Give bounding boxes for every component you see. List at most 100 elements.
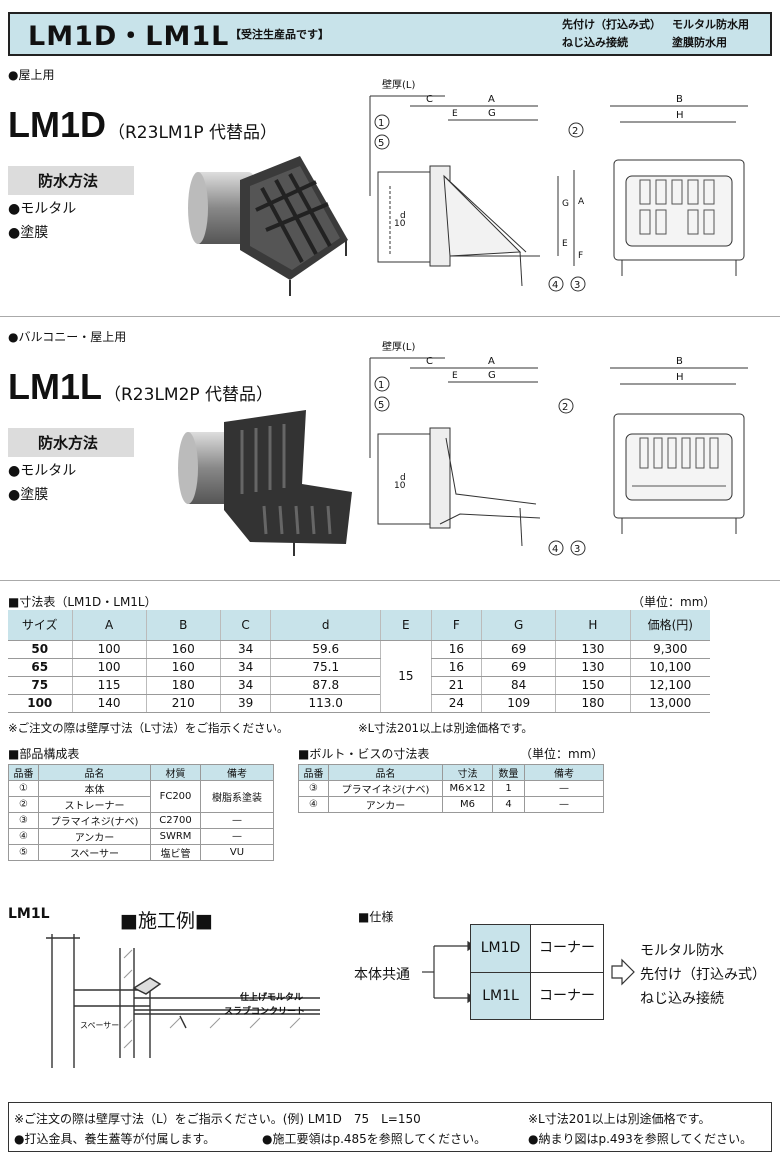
svg-text:E: E <box>452 109 458 119</box>
svg-text:F: F <box>578 251 583 261</box>
column-header: H <box>555 610 630 641</box>
parts-table: 品番 品名 材質 備考 ① 本体 FC200 樹脂系塗装 ② ストレーナー ③ … <box>8 764 274 861</box>
column-header: 品番 <box>298 764 329 781</box>
svg-text:H: H <box>676 110 684 121</box>
svg-text:10: 10 <box>394 481 406 491</box>
spec-model: LM1D <box>471 925 531 972</box>
section-divider <box>0 316 780 317</box>
table-header-row: サイズ A B C d E F G H 価格(円) <box>8 610 710 641</box>
table-cell: 69 <box>481 640 556 659</box>
table-cell: 100 <box>71 640 147 659</box>
table-cell: C2700 <box>150 812 201 829</box>
column-header: 備考 <box>200 764 274 781</box>
table-cell: 100 <box>8 694 72 713</box>
table-cell: 12,100 <box>629 676 710 695</box>
svg-text:3: 3 <box>574 544 580 555</box>
construction-label: 仕上げモルタル <box>240 993 304 1003</box>
header-tag: モルタル防水用 <box>672 18 749 31</box>
spec-model: LM1L <box>471 972 531 1019</box>
table-cell: プラマイネジ(ナベ) <box>328 780 443 797</box>
table-cell: 150 <box>555 676 630 695</box>
table-row: ② ストレーナー <box>8 796 274 813</box>
header-banner <box>8 12 772 56</box>
method-item: ●塗膜 <box>8 487 49 503</box>
table-cell: M6×12 <box>442 780 493 797</box>
table-cell: ④ <box>298 796 329 813</box>
table-cell: プラマイネジ(ナベ) <box>38 812 151 829</box>
table-cell: 109 <box>481 694 556 713</box>
column-header: 備考 <box>524 764 604 781</box>
table-cell: VU <box>200 844 274 861</box>
dim-table-unit: （単位：mm） <box>632 595 716 609</box>
svg-text:d: d <box>400 211 406 221</box>
table-cell: ② <box>8 796 39 813</box>
table-cell: 34 <box>219 658 271 677</box>
table-row: ④ アンカー SWRM — <box>8 828 274 845</box>
table-cell: 樹脂系塗装 <box>200 780 274 813</box>
table-row: 50 100 160 34 59.6 15 16 69 130 9,300 <box>8 640 710 713</box>
column-header: G <box>481 610 556 641</box>
svg-text:E: E <box>562 239 568 249</box>
footer-box <box>8 1102 772 1152</box>
parts-table-caption: ■部品構成表 <box>8 747 80 761</box>
page-subtitle: 【受注生産品です】 <box>230 28 329 41</box>
technical-drawing-lm1d: 壁厚(L) C A E G G A E F 10 d 1 5 2 4 3 B H <box>369 78 748 292</box>
column-header: d <box>270 610 381 641</box>
dim-note: ※L寸法201以上は別途価格です。 <box>358 721 533 735</box>
table-cell: ④ <box>8 828 39 845</box>
svg-text:2: 2 <box>572 126 578 137</box>
svg-text:A: A <box>488 356 495 367</box>
table-cell: 130 <box>555 658 630 677</box>
table-cell: 65 <box>8 658 72 677</box>
column-header: 価格(円) <box>629 610 710 641</box>
spec-box: LM1D コーナー LM1L コーナー <box>470 924 604 1020</box>
table-cell: — <box>524 780 604 797</box>
svg-text:B: B <box>676 356 683 367</box>
svg-text:3: 3 <box>574 280 580 291</box>
table-cell: ⑤ <box>8 844 39 861</box>
column-header: C <box>219 610 271 641</box>
table-cell: 113.0 <box>270 694 381 713</box>
footer-note: ●打込金具、養生蓋等が付属します。 <box>14 1132 216 1146</box>
table-cell: 210 <box>145 694 221 713</box>
usage-note: ●バルコニー・屋上用 <box>8 330 127 344</box>
column-header: 材質 <box>150 764 201 781</box>
bolt-table-caption: ■ボルト・ビスの寸法表 <box>298 747 430 761</box>
table-cell: 160 <box>145 658 221 677</box>
column-header: サイズ <box>8 610 72 641</box>
table-cell: 4 <box>492 796 525 813</box>
table-cell: スペーサー <box>38 844 151 861</box>
table-cell: 13,000 <box>629 694 710 713</box>
table-cell: M6 <box>442 796 493 813</box>
product-name: LM1L <box>8 366 102 407</box>
table-cell: — <box>524 796 604 813</box>
table-cell: 180 <box>145 676 221 695</box>
table-row: ③ プラマイネジ(ナベ) M6×12 1 — <box>298 780 604 797</box>
spec-bracket <box>422 940 476 1004</box>
table-row: ④ アンカー M6 4 — <box>298 796 604 813</box>
table-cell: FC200 <box>150 780 201 813</box>
svg-text:G: G <box>562 199 569 209</box>
table-row: 75 115 180 34 87.8 21 84 150 12,100 <box>8 676 710 695</box>
table-cell: 50 <box>8 640 72 659</box>
svg-text:1: 1 <box>378 380 384 391</box>
arrow-right-icon <box>611 958 635 986</box>
footer-note: ●施工要領はp.485を参照してください。 <box>262 1132 487 1146</box>
header-tag: 先付け（打込み式） <box>562 18 661 31</box>
section-divider <box>0 580 780 581</box>
svg-text:5: 5 <box>378 400 384 411</box>
table-row: ⑤ スペーサー 塩ビ管 VU <box>8 844 274 861</box>
page-title: LM1D・LM1L <box>28 21 230 52</box>
bolt-table: 品番 品名 寸法 数量 備考 ③ プラマイネジ(ナベ) M6×12 1 — ④ … <box>298 764 604 813</box>
column-header: A <box>71 610 147 641</box>
table-cell: 1 <box>492 780 525 797</box>
table-cell: 69 <box>481 658 556 677</box>
method-title: 防水方法 <box>8 428 134 457</box>
product-photo-lm1l <box>178 410 352 556</box>
dimension-table: サイズ A B C d E F G H 価格(円) 50 100 160 34 … <box>8 610 710 713</box>
method-item: ●モルタル <box>8 201 77 217</box>
footer-note: ※L寸法201以上は別途価格です。 <box>528 1112 711 1126</box>
usage-note: ●屋上用 <box>8 68 55 82</box>
table-cell: アンカー <box>38 828 151 845</box>
table-row: 65 100 160 34 75.1 16 69 130 10,100 <box>8 658 710 677</box>
